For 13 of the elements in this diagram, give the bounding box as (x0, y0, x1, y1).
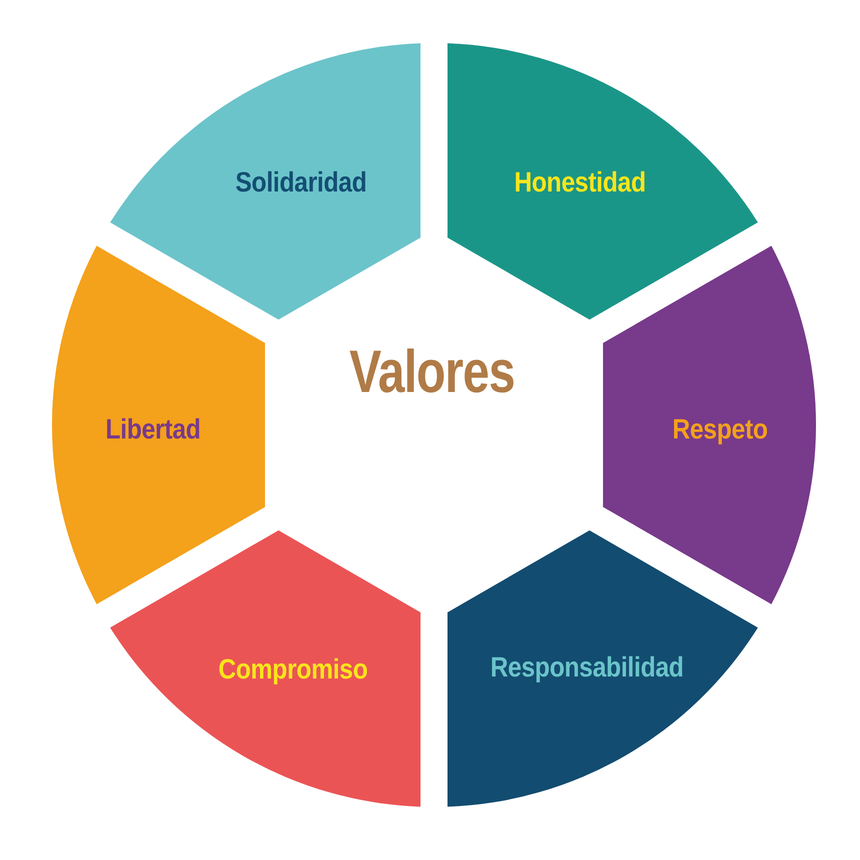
ring-segment (603, 245, 816, 605)
ring-segment (52, 245, 265, 605)
segment-label: Compromiso (218, 654, 368, 686)
segment-label: Honestidad (514, 168, 646, 198)
center-label: Valores (349, 339, 515, 405)
ring-segment (110, 43, 421, 320)
ring-segment (110, 530, 421, 807)
segment-label: Libertad (105, 414, 201, 446)
segment-label: Solidaridad (235, 168, 367, 198)
ring-segment (447, 530, 758, 807)
ring-segment (447, 43, 758, 320)
segment-label: Respeto (672, 414, 768, 446)
segment-label: Responsabilidad (490, 652, 684, 684)
